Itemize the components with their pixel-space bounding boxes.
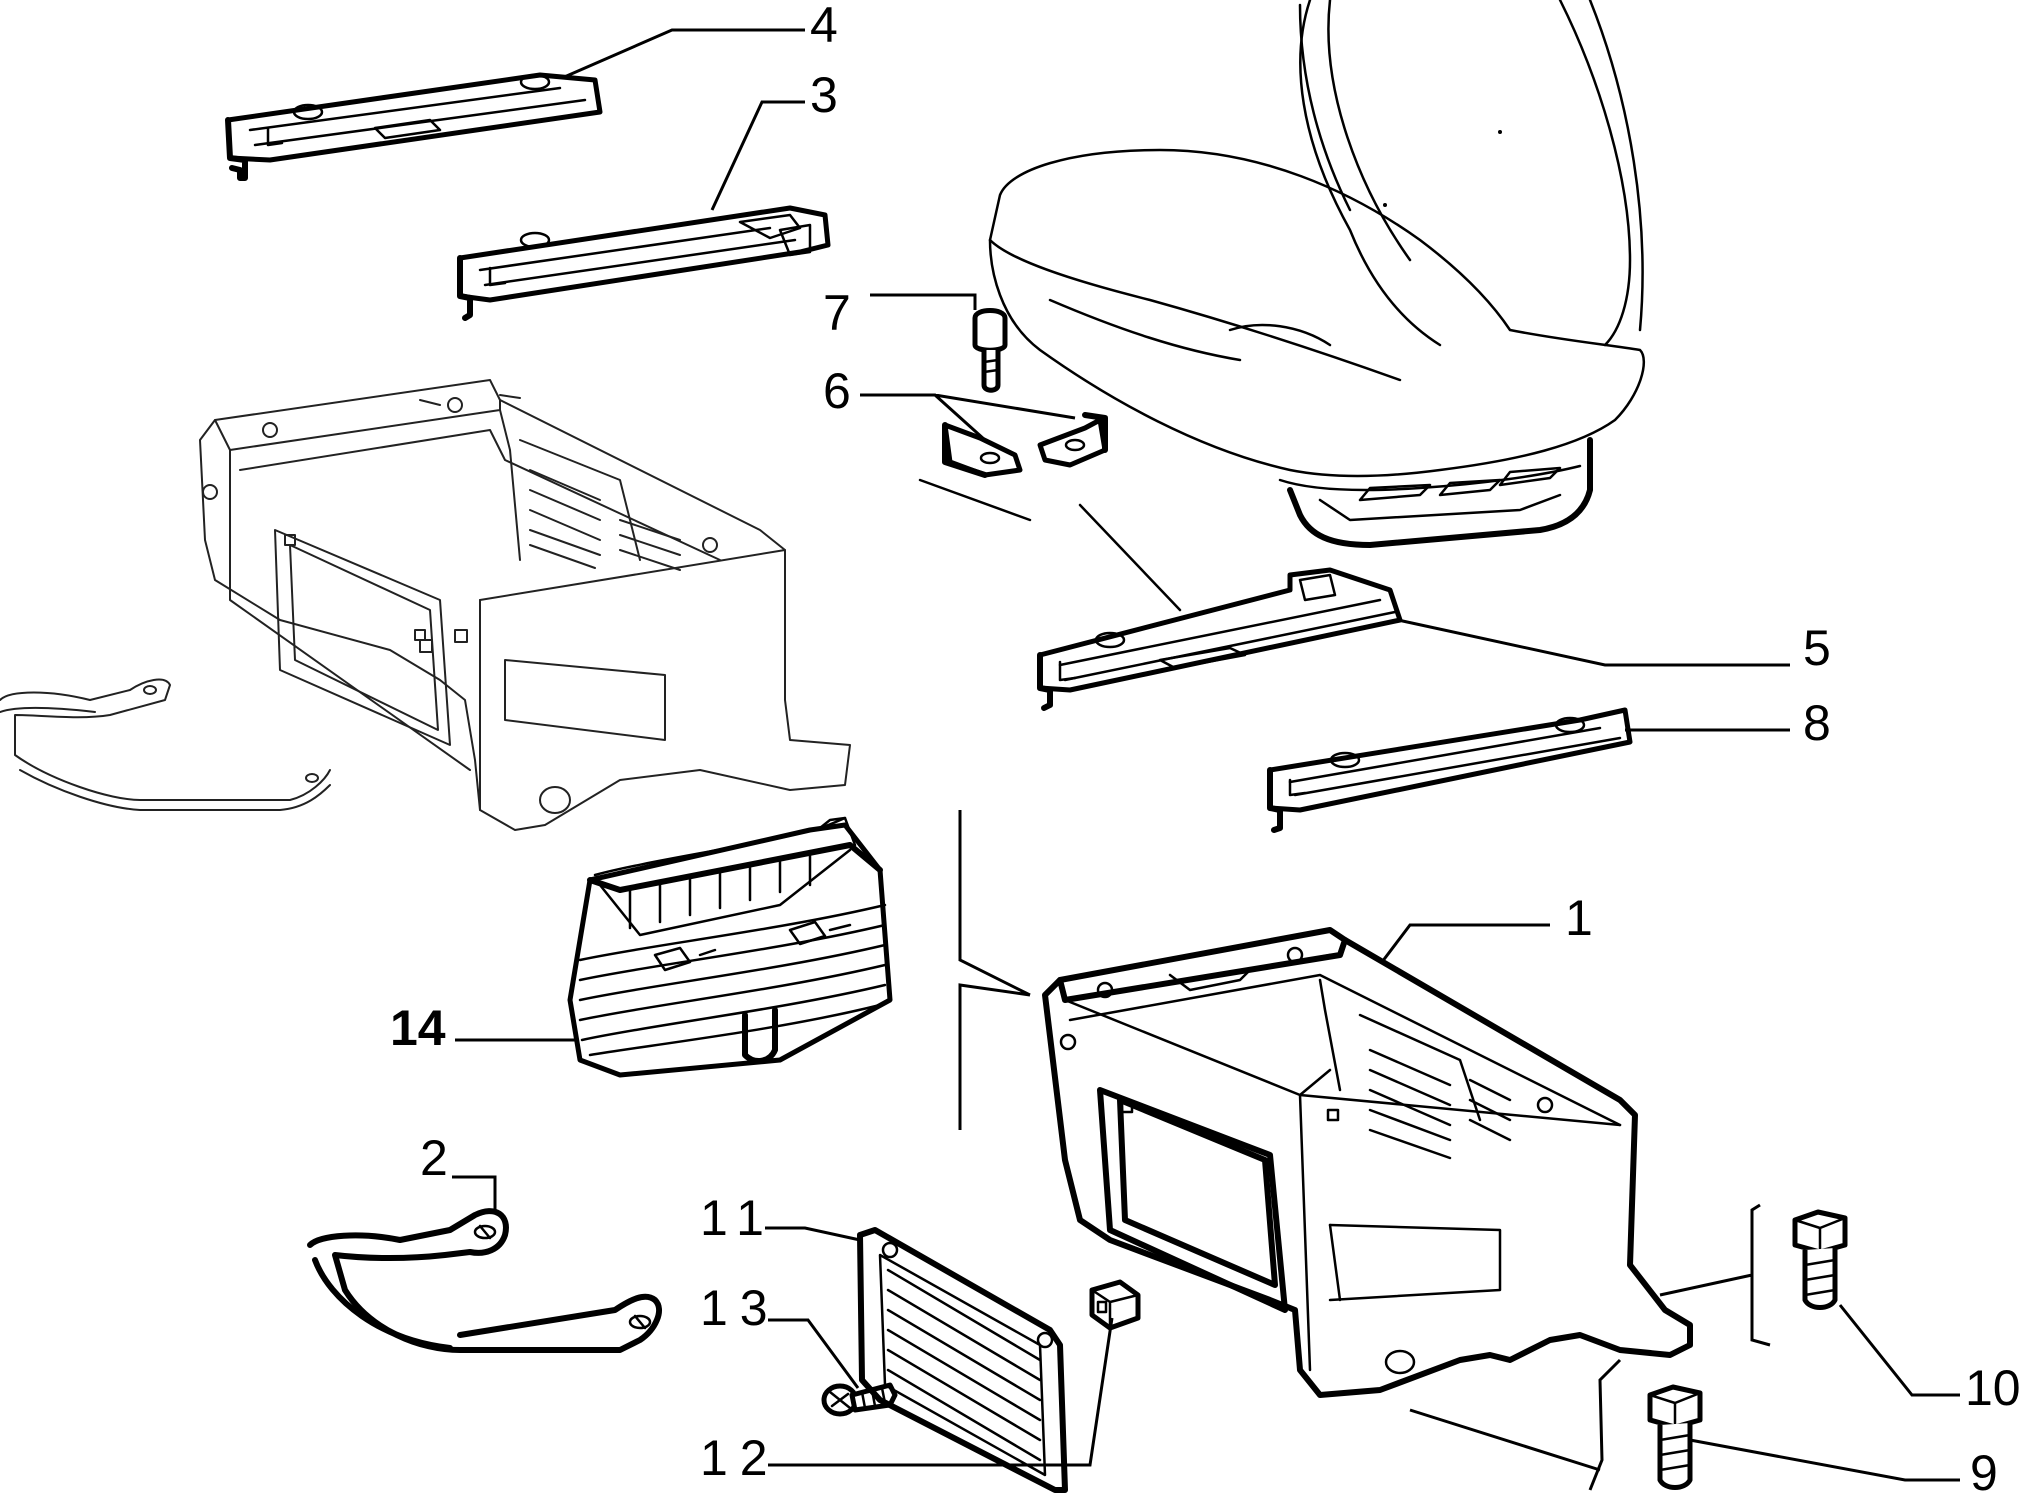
callout-1: 1: [1565, 890, 1593, 946]
cover-part-11: [857, 1227, 1068, 1493]
callout-10: 10: [1965, 1360, 2021, 1416]
strap-upper-faint: [0, 678, 331, 811]
battery-part-14: [567, 816, 893, 1078]
callout-7: 7: [823, 285, 851, 341]
clip-part-12: [1089, 1279, 1141, 1331]
callout-4: 4: [810, 0, 838, 53]
callout-14: 14: [390, 1000, 446, 1056]
rail-part-4: [225, 72, 603, 181]
callout-2: 2: [420, 1130, 448, 1186]
rail-part-5: [1037, 567, 1403, 711]
callout-11: 11: [700, 1190, 776, 1246]
callout-12: 12: [700, 1430, 780, 1486]
callout-9: 9: [1970, 1445, 1998, 1495]
rail-part-8: [1267, 707, 1633, 833]
callout-8: 8: [1803, 695, 1831, 751]
callout-3: 3: [810, 67, 838, 123]
bolt-part-7: [972, 308, 1008, 393]
callout-6: 6: [823, 363, 851, 419]
bolt-part-10: [1792, 1209, 1848, 1310]
seat-outline: [918, 0, 1645, 612]
leader-lines: [452, 28, 1960, 1491]
rail-part-3: [457, 205, 831, 321]
battery-tray-upper: [199, 379, 851, 831]
brackets-part-6: [942, 412, 1108, 478]
strap-part-2: [307, 1208, 662, 1353]
callout-5: 5: [1803, 620, 1831, 676]
callout-13: 13: [700, 1280, 780, 1336]
battery-tray-part-1: [1042, 927, 1693, 1398]
callout-labels: 4 3 7 6 5 8 1 14 2 11 13 12 10 9: [390, 0, 2021, 1495]
bolt-part-9: [1647, 1384, 1703, 1490]
